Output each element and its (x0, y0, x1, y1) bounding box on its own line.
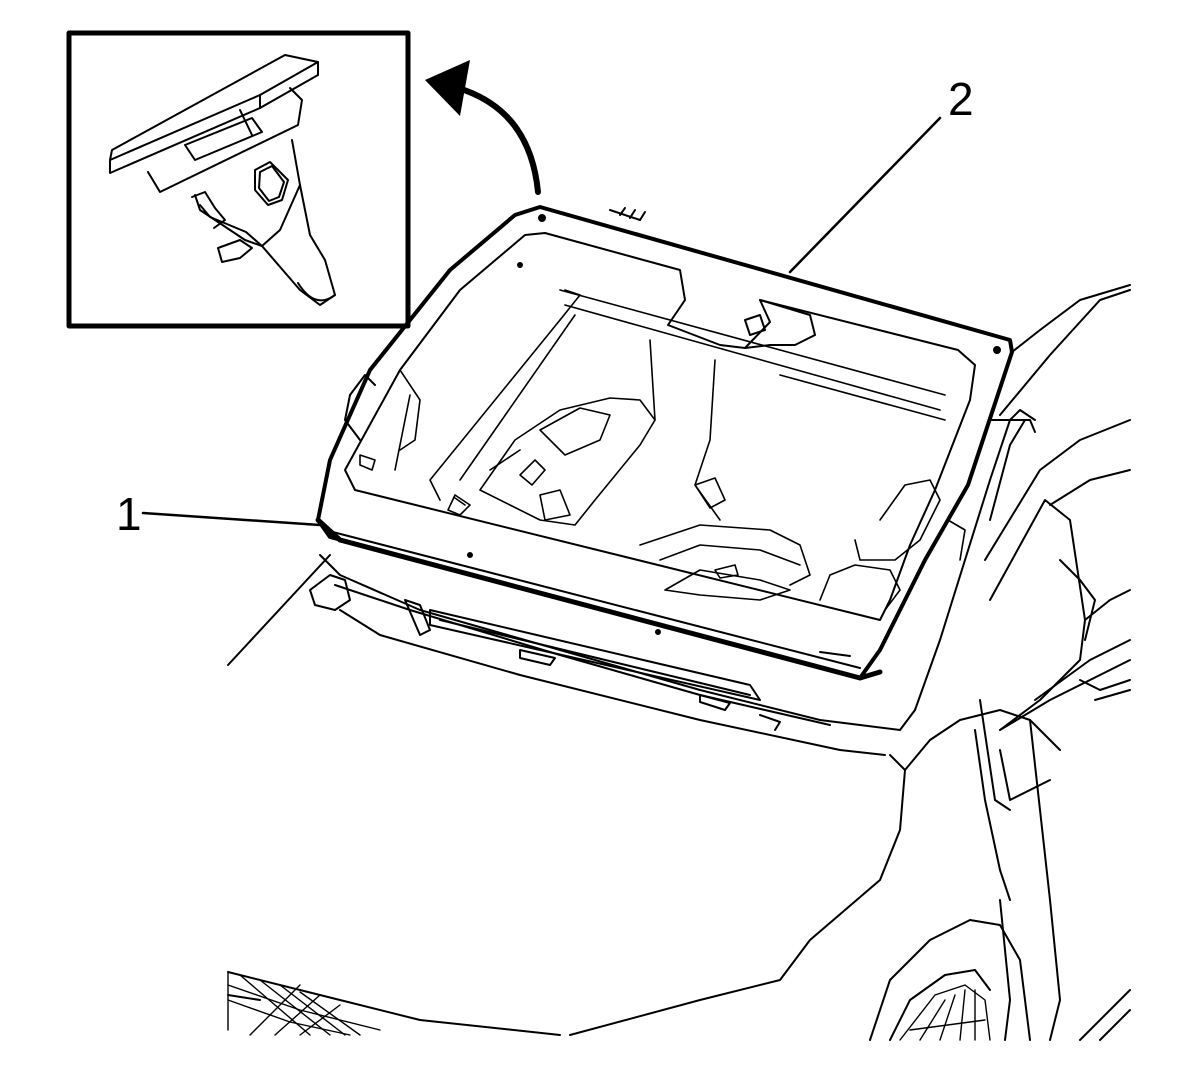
retainer-clip-detail (109, 54, 336, 306)
leader-lines (141, 116, 942, 527)
grille (227, 971, 381, 1036)
clip-detail-inset (66, 30, 411, 329)
callout-2: 2 (948, 73, 974, 125)
wheel (899, 984, 991, 1041)
callout-1: 1 (116, 488, 142, 540)
windshield-glass (316, 205, 1014, 680)
curved-arrow-icon (425, 60, 541, 195)
vehicle-interior (359, 289, 966, 611)
vehicle-body (227, 207, 1131, 1041)
